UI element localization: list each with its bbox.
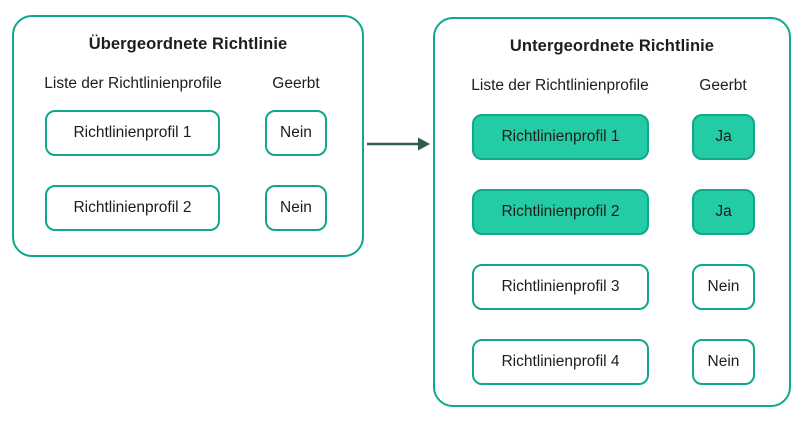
parent-policy-box: Übergeordnete Richtlinie Liste der Richt…	[12, 15, 364, 257]
inherited-flag: Nein	[265, 110, 327, 156]
inherited-column-header: Geerbt	[272, 75, 320, 92]
profile-box: Richtlinienprofil 1	[472, 114, 649, 160]
inherited-flag: Nein	[692, 264, 755, 310]
inherited-flag: Ja	[692, 114, 755, 160]
inherited-flag: Ja	[692, 189, 755, 235]
profile-box: Richtlinienprofil 1	[45, 110, 220, 156]
profile-box: Richtlinienprofil 4	[472, 339, 649, 385]
profile-box: Richtlinienprofil 2	[45, 185, 220, 231]
inherited-flag: Nein	[265, 185, 327, 231]
profile-box: Richtlinienprofil 2	[472, 189, 649, 235]
profiles-column-header: Liste der Richtlinienprofile	[44, 75, 222, 92]
parent-policy-title: Übergeordnete Richtlinie	[88, 35, 288, 53]
inherited-flag: Nein	[692, 339, 755, 385]
profiles-column-header: Liste der Richtlinienprofile	[471, 77, 649, 94]
inherited-column-header: Geerbt	[699, 77, 747, 94]
child-policy-box: Untergeordnete Richtlinie Liste der Rich…	[433, 17, 791, 407]
arrow-right-icon	[367, 137, 430, 151]
child-policy-title: Untergeordnete Richtlinie	[509, 37, 715, 55]
profile-box: Richtlinienprofil 3	[472, 264, 649, 310]
